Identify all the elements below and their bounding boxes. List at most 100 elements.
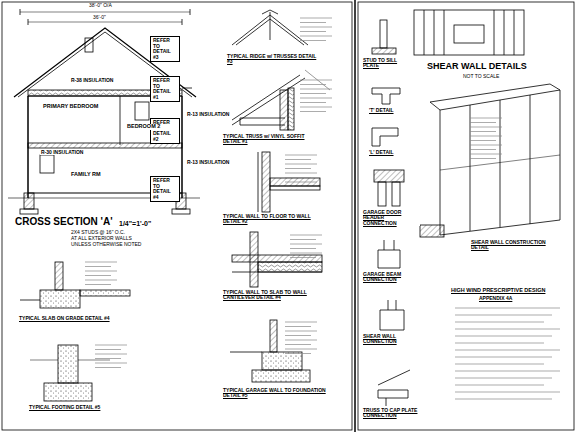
drawing-label: TYPICAL TRUSS w/ VINYL SOFFIT DETAIL #1 [222, 134, 324, 145]
note-line [290, 257, 316, 258]
drawing-label: R-13 INSULATION [186, 112, 230, 117]
note-line [285, 340, 317, 341]
drawing-label: R-38 INSULATION [70, 78, 114, 83]
note-line [455, 357, 552, 358]
note-line [300, 93, 326, 94]
drawing-label: 1/4"=1'-0" [118, 220, 152, 227]
note-line [300, 84, 326, 85]
note-line [285, 155, 317, 156]
note-line [300, 98, 332, 99]
drawing-label: 38'-0" O/A [88, 3, 113, 8]
note-line [85, 284, 111, 285]
drawing-label: STUD TO SILL PLATE [362, 58, 410, 69]
drawing-label: APPENDIX 4A [478, 296, 513, 301]
note-line [455, 399, 552, 400]
note-line [470, 140, 496, 141]
drawing-label: 36'-0" [92, 15, 107, 20]
reference-box: REFER TO DETAIL #3 [150, 36, 180, 62]
note-line [300, 111, 326, 112]
note-line [300, 22, 326, 23]
note-line [455, 308, 560, 309]
note-line [455, 329, 560, 330]
note-line [300, 31, 326, 32]
reference-box: REFER TO DETAIL #2 [150, 118, 180, 144]
drawing-label: TYPICAL RIDGE w/ TRUSSES DETAIL #3 [226, 54, 318, 65]
reference-text: REFER TO DETAIL #1 [153, 78, 177, 100]
drawing-label: GARAGE DOOR HEADER CONNECTION [362, 210, 420, 226]
note-line [470, 154, 502, 155]
reference-box: REFER TO DETAIL #1 [150, 76, 180, 102]
note-line [300, 80, 332, 81]
note-line [290, 244, 322, 245]
note-line [470, 118, 502, 119]
note-line [285, 177, 311, 178]
note-line [285, 164, 317, 165]
note-line [470, 158, 496, 159]
note-line [290, 235, 322, 236]
drawing-label: SHEAR WALL CONNECTION [362, 334, 424, 345]
reference-text: REFER TO DETAIL #4 [153, 178, 177, 200]
note-line [455, 378, 552, 379]
note-line [455, 371, 560, 372]
note-line [85, 275, 111, 276]
note-line [455, 343, 544, 344]
note-line [290, 253, 322, 254]
note-line [95, 354, 127, 355]
drawing-label: TYPICAL SLAB ON GRADE DETAIL #4 [18, 316, 130, 321]
note-line [300, 36, 332, 37]
note-line [95, 367, 121, 368]
note-line [455, 364, 544, 365]
sheet-title: CROSS SECTION 'A' [14, 217, 114, 228]
note-line [470, 127, 502, 128]
note-line [470, 122, 496, 123]
note-line [455, 315, 552, 316]
drawing-label: TRUSS TO CAP PLATE CONNECTION [362, 408, 424, 419]
note-line [300, 18, 332, 19]
drawing-label: TYPICAL FOOTING DETAIL #5 [28, 405, 140, 410]
note-line [455, 336, 552, 337]
drawing-label: HIGH WIND PRESCRIPTIVE DESIGN [450, 288, 546, 294]
reference-box: REFER TO DETAIL #4 [150, 176, 180, 202]
note-line [285, 349, 317, 350]
note-line [285, 326, 311, 327]
note-line [95, 363, 127, 364]
note-line [455, 385, 544, 386]
drawing-label: 'L' DETAIL [368, 150, 395, 155]
drawing-label: NOT TO SCALE [462, 74, 500, 79]
drawing-label: SHEAR WALL CONSTRUCTION DETAIL [470, 240, 562, 251]
sheet-title: SHEAR WALL DETAILS [426, 62, 528, 71]
note-line [300, 107, 332, 108]
note-line [455, 392, 560, 393]
note-line [285, 168, 311, 169]
note-line [300, 102, 326, 103]
note-line [470, 131, 496, 132]
drawing-label: TYPICAL GARAGE WALL TO FOUNDATION DETAIL… [222, 388, 334, 399]
note-line [300, 40, 326, 41]
note-line [290, 248, 316, 249]
note-line [95, 349, 121, 350]
note-line [95, 345, 127, 346]
note-line [470, 136, 502, 137]
note-line [285, 322, 317, 323]
drawing-label: 'T' DETAIL [368, 108, 395, 113]
drawing-label: TYPICAL WALL TO FLOOR TO WALL DETAIL #2 [222, 214, 329, 225]
note-line [285, 353, 311, 354]
drawing-label: R-30 INSULATION [40, 150, 84, 155]
note-line [300, 89, 332, 90]
note-line [85, 266, 111, 267]
note-line [285, 182, 317, 183]
note-line [300, 27, 332, 28]
note-line [85, 280, 117, 281]
drawing-label: FAMILY RM [70, 172, 102, 178]
reference-text: REFER TO DETAIL #3 [153, 38, 177, 60]
note-line [470, 145, 502, 146]
drawing-label: GARAGE BEAM CONNECTION [362, 272, 424, 283]
drawing-label: AT ALL EXTERIOR WALLS [70, 236, 133, 241]
note-line [95, 358, 121, 359]
note-line [85, 271, 117, 272]
note-line [285, 344, 311, 345]
note-line [455, 350, 560, 351]
drawing-label: PRIMARY BEDROOM [42, 104, 99, 110]
drawing-label: 2X4 STUDS @ 16" O.C. [70, 230, 126, 235]
